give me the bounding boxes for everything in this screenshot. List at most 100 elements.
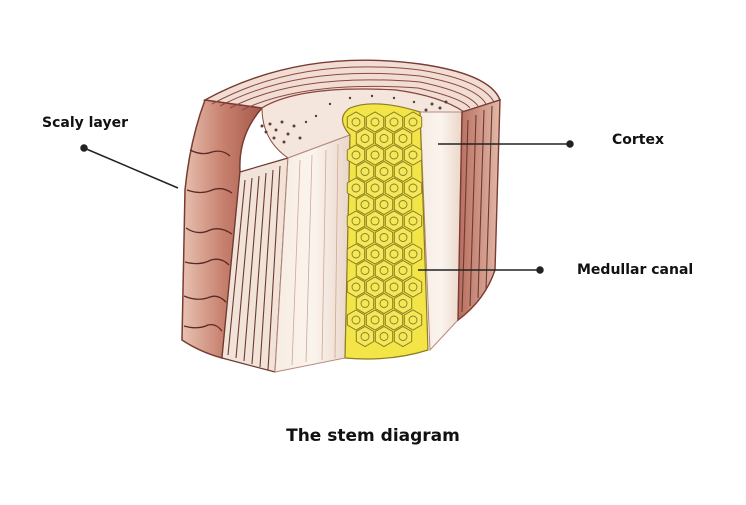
pith-cell-nucleus [389, 183, 399, 193]
pith-cell [365, 276, 385, 298]
pith-cell-nucleus [360, 200, 370, 209]
pith-cell-nucleus [398, 266, 408, 275]
pith-cell [403, 210, 423, 232]
pith-cells [346, 111, 423, 348]
pith-cell [346, 276, 366, 298]
pith-cell-nucleus [351, 315, 361, 325]
pith-cell [393, 160, 413, 183]
pith-cell-nucleus [389, 282, 399, 292]
pith-cell [384, 210, 404, 232]
pith-cell [403, 144, 423, 166]
pith-cell-nucleus [370, 117, 380, 127]
pith-cell [365, 243, 385, 265]
pith-cell [355, 127, 375, 150]
pith-cell [355, 259, 375, 282]
pith-cell-nucleus [379, 266, 389, 275]
pith-cell [355, 226, 375, 249]
pith-cell-nucleus [360, 266, 370, 275]
pith-cell [355, 292, 375, 315]
pith-cell-nucleus [408, 249, 418, 259]
cortex-cut-face [274, 111, 463, 373]
pith-cell-nucleus [398, 134, 408, 143]
pith-cell-nucleus [379, 134, 389, 143]
pith-cell-nucleus [351, 150, 361, 160]
pith-cell-nucleus [379, 200, 389, 209]
pith-cell [365, 309, 385, 331]
pith-cell [403, 111, 423, 133]
pith-cell [384, 111, 404, 133]
pith-cell-nucleus [351, 183, 361, 193]
pith-cell-nucleus [351, 249, 361, 259]
pith-cell-nucleus [370, 150, 380, 160]
pith-cell [374, 127, 394, 150]
pith-cell-nucleus [408, 216, 418, 226]
pith-cell [365, 111, 385, 133]
pith-cell-nucleus [351, 282, 361, 292]
pith-cell [346, 210, 366, 232]
pith-cell-nucleus [389, 315, 399, 325]
pith-cell-nucleus [389, 150, 399, 160]
pith-cell [403, 309, 423, 331]
pith-cell [374, 292, 394, 315]
pith-cell-nucleus [408, 150, 418, 160]
pith-cell [384, 177, 404, 199]
pith-cell [355, 325, 375, 348]
pith-cell-nucleus [360, 299, 370, 308]
pith-cell [393, 325, 413, 348]
pith-cell [393, 226, 413, 249]
pith-cell [346, 309, 366, 331]
pith-cell-nucleus [370, 216, 380, 226]
pith-cell-nucleus [408, 282, 418, 292]
pith-cell-nucleus [379, 299, 389, 308]
scaly-layer-label: Scaly layer [42, 115, 128, 131]
pith-cell-nucleus [360, 134, 370, 143]
pith-cell [384, 243, 404, 265]
pith-cell-nucleus [389, 249, 399, 259]
pith-cell [393, 127, 413, 150]
pith-cell-nucleus [398, 233, 408, 242]
pith-cell [355, 160, 375, 183]
pith-cell [403, 177, 423, 199]
pith-cell [365, 144, 385, 166]
pith-cell-nucleus [360, 332, 370, 341]
leader-lines [80, 140, 574, 274]
pith-cell-nucleus [379, 332, 389, 341]
pith-cell [384, 309, 404, 331]
pith-cell-nucleus [389, 117, 399, 127]
pith-cell-nucleus [389, 216, 399, 226]
pith-cell-nucleus [379, 233, 389, 242]
pith-cell [365, 177, 385, 199]
pith-cell-nucleus [398, 299, 408, 308]
scaly-layer-leader [83, 147, 179, 189]
pith-cell [403, 243, 423, 265]
pith-cell [374, 226, 394, 249]
pith-cell-nucleus [398, 200, 408, 209]
diagram-caption: The stem diagram [286, 426, 460, 446]
pith-cell-nucleus [379, 167, 389, 176]
pith-cell [393, 292, 413, 315]
pith-cell-nucleus [370, 183, 380, 193]
pith-cell-nucleus [360, 233, 370, 242]
pith-cell [384, 276, 404, 298]
cortex-label: Cortex [612, 132, 665, 148]
pith-cell [393, 193, 413, 216]
pith-cell [355, 193, 375, 216]
pith-cell [346, 144, 366, 166]
pith-cell [374, 160, 394, 183]
pith-cell [346, 111, 366, 133]
pith-cell [374, 193, 394, 216]
pith-cell [403, 276, 423, 298]
pith-cell-nucleus [408, 183, 418, 193]
pith-cell [374, 325, 394, 348]
pith-cell [374, 259, 394, 282]
medullar-canal-label: Medullar canal [577, 262, 694, 278]
pith-cell-nucleus [360, 167, 370, 176]
right-bark-layer [457, 99, 501, 322]
pith-cell-nucleus [370, 315, 380, 325]
pith-cell [393, 259, 413, 282]
pith-cell-nucleus [398, 332, 408, 341]
pith-cell [346, 177, 366, 199]
pith-cell-nucleus [370, 249, 380, 259]
pith-cell [384, 144, 404, 166]
